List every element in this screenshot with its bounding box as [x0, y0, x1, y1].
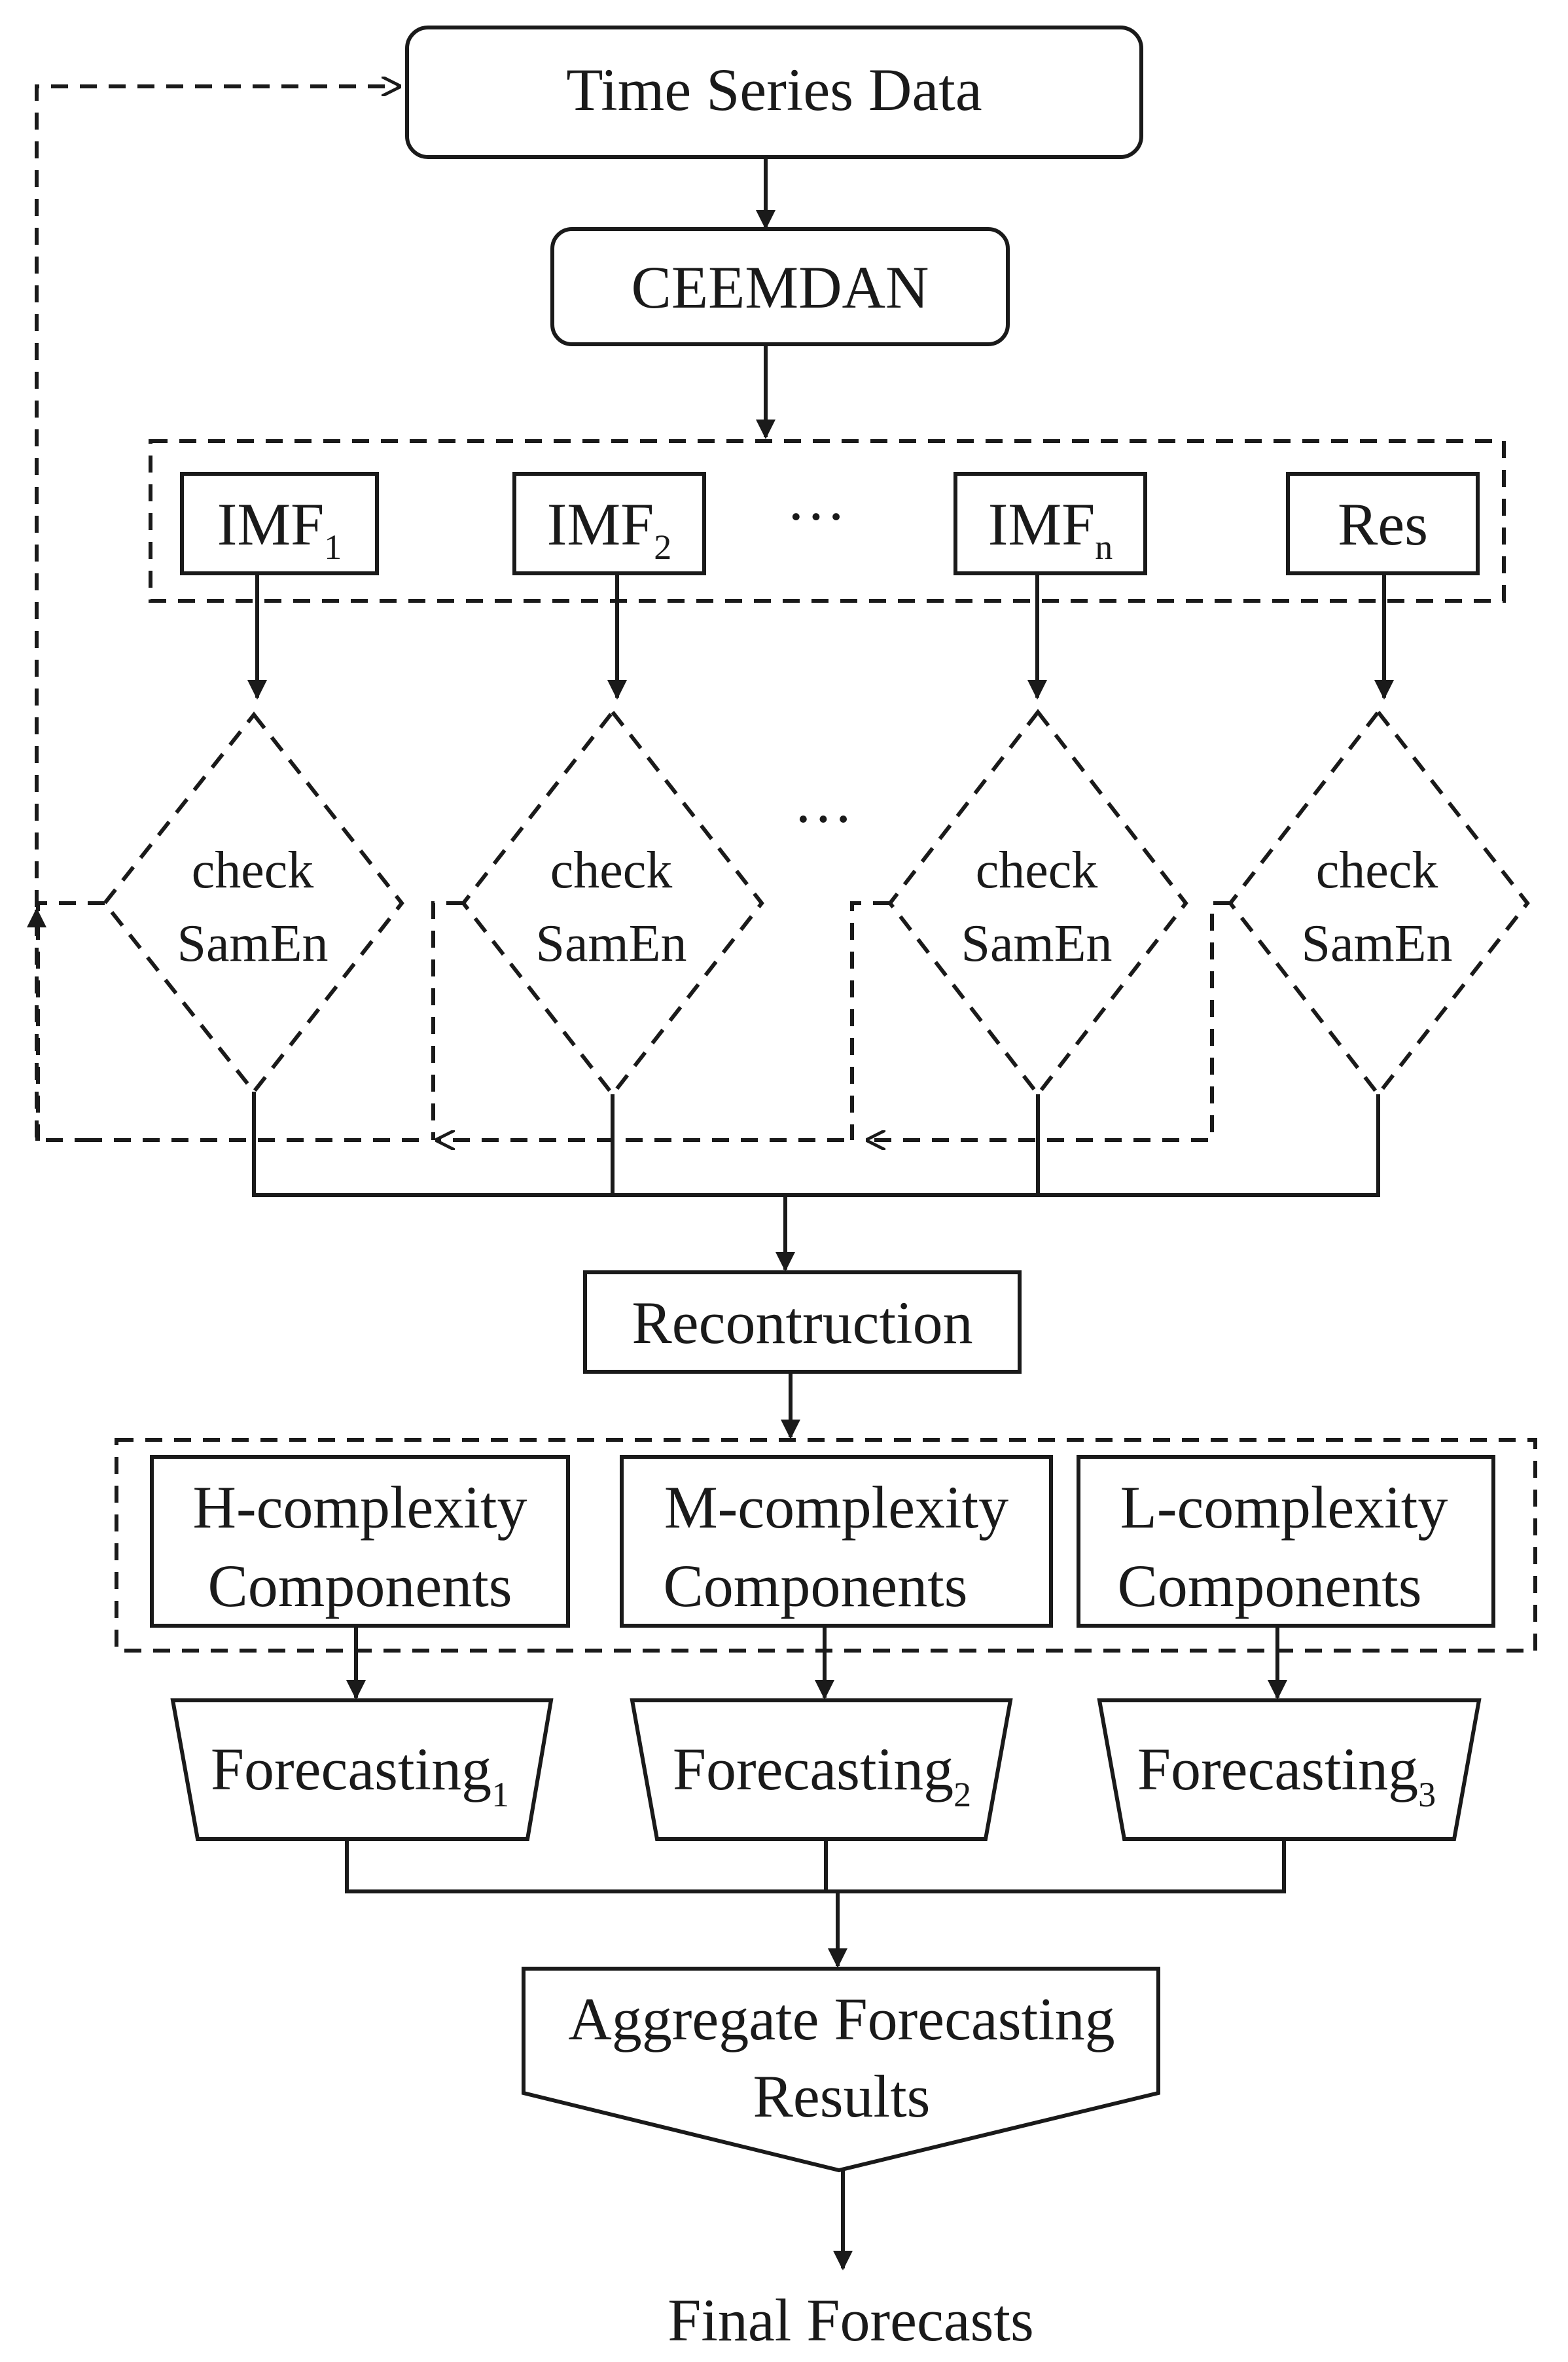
samen-label-2: SamEn — [535, 915, 686, 973]
forecasting2-label: Forecasting — [673, 1736, 953, 1802]
h-complexity-node: H-complexity Components — [150, 1455, 570, 1628]
m-complexity-node: M-complexity Components — [620, 1455, 1053, 1628]
h-complexity-line2: Components — [207, 1552, 512, 1619]
check-samen-diamond-4: check SamEn — [1228, 709, 1530, 1098]
svg-text:Forecasting3: Forecasting3 — [1137, 1736, 1436, 1814]
aggregate-line2: Results — [753, 2063, 931, 2130]
aggregate-line1: Aggregate Forecasting — [568, 1986, 1114, 2052]
forecasting2-node: Forecasting2 — [630, 1698, 1013, 1841]
svg-text:IMF2: IMF2 — [547, 491, 672, 567]
imf1-subscript: 1 — [324, 528, 342, 567]
imf2-label: IMF — [547, 491, 654, 558]
check-label-4: check — [1316, 842, 1438, 899]
time-series-node: Time Series Data — [405, 26, 1143, 159]
svg-text:IMF1: IMF1 — [217, 491, 342, 567]
h-complexity-line1: H-complexity — [193, 1474, 527, 1541]
l-complexity-line2: Components — [1117, 1552, 1421, 1619]
imf1-node: IMF1 — [180, 472, 379, 575]
samen-label-3: SamEn — [961, 915, 1112, 973]
check-samen-diamond-1: check SamEn — [102, 711, 404, 1095]
m-complexity-line2: Components — [663, 1552, 967, 1619]
merge-forecasts-to-aggregate — [345, 1839, 1286, 1893]
merge-diamonds-to-reconstruction — [252, 1092, 1380, 1197]
diamond-ellipsis: ··· — [793, 785, 853, 852]
forecasting2-subscript: 2 — [953, 1775, 971, 1814]
reconstruction-node: Recontruction — [583, 1270, 1022, 1374]
svg-text:Forecasting1: Forecasting1 — [211, 1736, 509, 1814]
imfn-label: IMF — [988, 491, 1096, 558]
feedback-loop-diamond-3 — [850, 901, 890, 1140]
imfn-subscript: n — [1095, 528, 1113, 567]
forecasting1-label: Forecasting — [211, 1736, 491, 1802]
imf-ellipsis: ··· — [786, 483, 846, 550]
check-label-3: check — [976, 842, 1098, 899]
forecasting3-subscript: 3 — [1418, 1775, 1436, 1814]
m-complexity-line1: M-complexity — [664, 1474, 1008, 1541]
l-complexity-node: L-complexity Components — [1077, 1455, 1495, 1628]
check-label-2: check — [550, 842, 673, 899]
check-samen-diamond-2: check SamEn — [461, 709, 764, 1098]
svg-text:Forecasting2: Forecasting2 — [673, 1736, 971, 1814]
imf2-node: IMF2 — [512, 472, 706, 575]
res-node: Res — [1286, 472, 1480, 575]
ceemdan-node: CEEMDAN — [550, 227, 1010, 346]
imf1-label: IMF — [217, 491, 325, 558]
final-forecasts-label: Final Forecasts — [668, 2287, 1034, 2353]
forecasting3-node: Forecasting3 — [1097, 1698, 1482, 1841]
reconstruction-label: Recontruction — [632, 1289, 972, 1356]
ceemdan-label: CEEMDAN — [632, 254, 929, 321]
check-label-1: check — [192, 842, 314, 899]
feedback-loop-diamond-2 — [431, 901, 463, 1140]
imfn-node: IMFn — [953, 472, 1147, 575]
aggregate-node: Aggregate Forecasting Results — [522, 1967, 1160, 2173]
check-samen-diamond-3: check SamEn — [887, 709, 1188, 1098]
time-series-label: Time Series Data — [566, 56, 982, 123]
svg-text:IMFn: IMFn — [988, 491, 1113, 567]
l-complexity-line1: L-complexity — [1120, 1474, 1448, 1541]
samen-label-1: SamEn — [177, 915, 328, 973]
forecasting1-node: Forecasting1 — [170, 1698, 554, 1841]
feedback-loop-to-time-series — [35, 901, 105, 1141]
imf2-subscript: 2 — [654, 528, 671, 567]
forecasting1-subscript: 1 — [491, 1775, 509, 1814]
samen-label-4: SamEn — [1301, 915, 1452, 973]
feedback-loop-diamond-4 — [868, 901, 1230, 1140]
res-label: Res — [1338, 491, 1428, 558]
feedback-outer-up — [35, 86, 399, 1142]
forecasting3-label: Forecasting — [1137, 1736, 1418, 1802]
